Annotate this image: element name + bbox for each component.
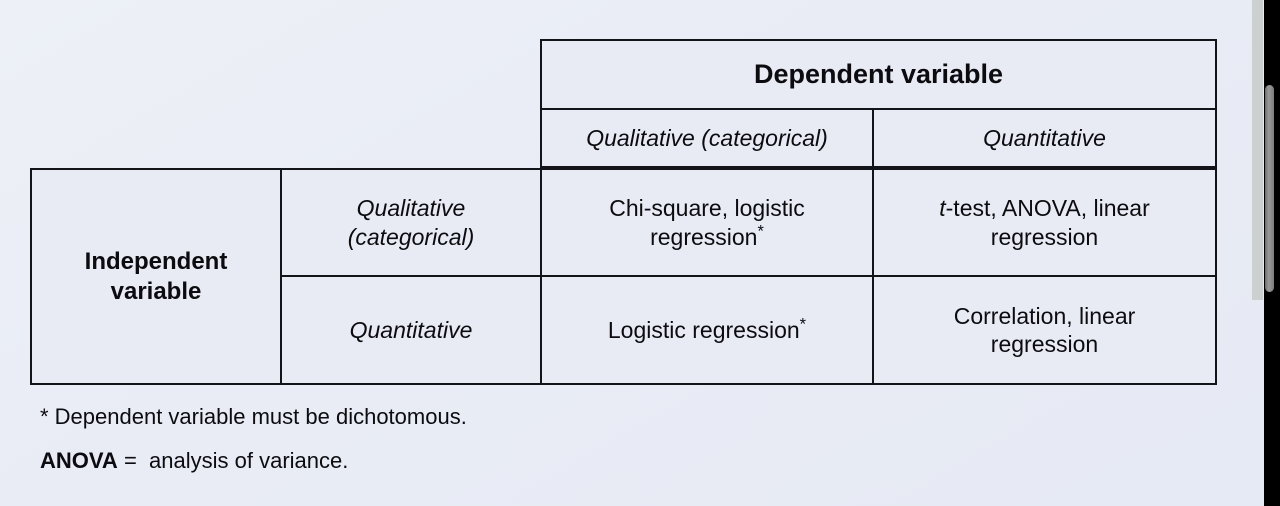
scrollbar-track[interactable] xyxy=(1252,0,1263,300)
cell-quantitative-qualitative: Logistic regression* xyxy=(540,275,874,385)
row-label-qualitative: Qualitative (categorical) xyxy=(280,168,542,277)
independent-variable-line-1: Independent xyxy=(84,248,228,276)
cell-qualitative-quantitative-line-1: t-test, ANOVA, linear xyxy=(939,194,1149,222)
footnote-anova: ANOVA = analysis of variance. xyxy=(40,448,348,474)
dependent-variable-header: Dependent variable xyxy=(540,39,1217,110)
row-label-qualitative-line-1: Qualitative xyxy=(356,195,466,222)
footnote-anova-definition: analysis of variance. xyxy=(149,448,349,473)
cell-qualitative-quantitative-line-1-text: -test, ANOVA, linear xyxy=(945,195,1150,222)
footnote-marker-asterisk: * xyxy=(799,314,807,334)
cell-qualitative-quantitative-line-2: regression xyxy=(990,223,1099,250)
cell-qualitative-qualitative-line-1: Chi-square, logistic xyxy=(609,195,805,222)
cell-quantitative-qualitative-text: Logistic regression xyxy=(607,316,800,343)
cell-quantitative-quantitative: Correlation, linear regression xyxy=(872,275,1217,385)
cell-quantitative-quantitative-line-1: Correlation, linear xyxy=(953,302,1136,329)
cell-qualitative-quantitative: t-test, ANOVA, linear regression xyxy=(872,168,1217,277)
scrollbar-thumb[interactable] xyxy=(1265,85,1274,292)
footnote-dichotomous: * Dependent variable must be dichotomous… xyxy=(40,404,467,429)
cell-quantitative-qualitative-line-1: Logistic regression* xyxy=(608,316,806,344)
row-label-quantitative: Quantitative xyxy=(280,275,542,385)
row-label-qualitative-line-2: (categorical) xyxy=(347,223,475,250)
cell-qualitative-qualitative-line-2: regression* xyxy=(650,220,764,251)
cell-qualitative-qualitative-line-2-text: regression xyxy=(650,223,758,250)
t-test-italic-t: t xyxy=(939,195,946,222)
dependent-qualitative-column-header: Qualitative (categorical) xyxy=(540,108,874,168)
cell-quantitative-quantitative-line-2: regression xyxy=(990,331,1099,357)
cell-qualitative-qualitative: Chi-square, logistic regression* xyxy=(540,168,874,277)
statistics-method-matrix-table: Dependent variable Qualitative (categori… xyxy=(30,39,1217,385)
footnote-marker-asterisk: * xyxy=(757,220,764,240)
dependent-quantitative-column-header: Quantitative xyxy=(872,108,1217,168)
footnote-anova-abbr: ANOVA xyxy=(40,448,118,473)
independent-variable-header: Independent variable xyxy=(30,168,282,385)
footnote-anova-equals-sign: = xyxy=(123,448,137,473)
independent-variable-line-2: variable xyxy=(110,277,202,305)
footnote-anova-spacer xyxy=(137,448,149,473)
